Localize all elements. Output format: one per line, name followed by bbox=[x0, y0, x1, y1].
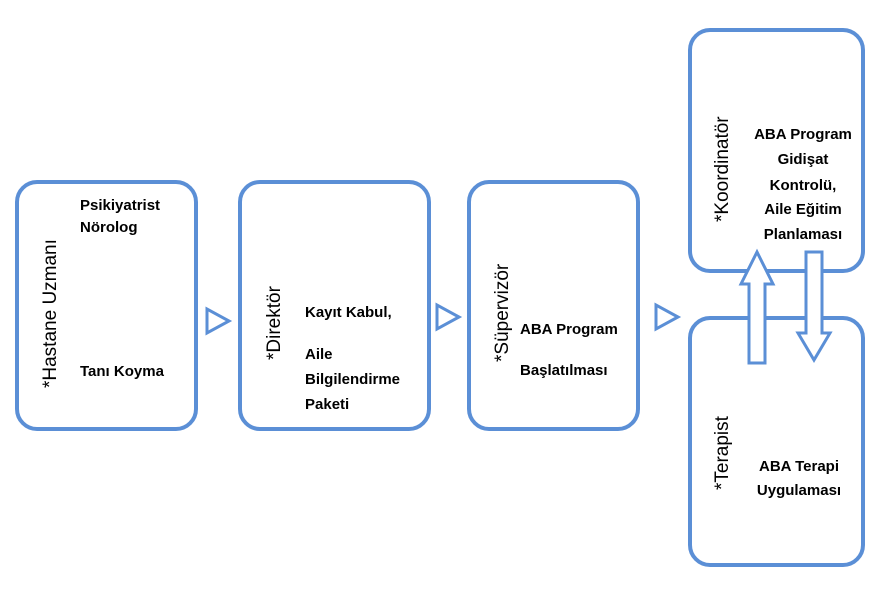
hastane-uzmani-box bbox=[15, 180, 198, 431]
koordinator-line-3: Kontrolü, bbox=[769, 177, 837, 194]
terapist-box bbox=[688, 316, 865, 567]
direktor-line-1: Kayıt Kabul, bbox=[305, 304, 392, 321]
terapist-line-2: Uygulaması bbox=[756, 482, 842, 499]
koordinator-line-4: Aile Eğitim bbox=[764, 201, 842, 218]
arrow-right-icon-2 bbox=[435, 302, 463, 332]
arrow-down-icon bbox=[795, 250, 833, 363]
supervizor-line-2: Başlatılması bbox=[520, 362, 608, 379]
hastane-line-1: Psikiyatrist bbox=[80, 197, 161, 214]
direktor-line-4: Paketi bbox=[305, 396, 350, 413]
koordinator-box bbox=[688, 28, 865, 273]
direktor-line-3: Bilgilendirme bbox=[305, 371, 401, 388]
direktor-box bbox=[238, 180, 431, 431]
arrow-right-icon-1 bbox=[205, 306, 233, 336]
supervizor-box bbox=[467, 180, 640, 431]
terapist-line-1: ABA Terapi bbox=[758, 458, 839, 475]
arrow-right-icon-3 bbox=[654, 302, 682, 332]
arrow-up-icon bbox=[738, 248, 776, 365]
koordinator-line-2: Gidişat bbox=[777, 151, 829, 168]
hastane-line-2: Nörolog bbox=[80, 219, 138, 236]
koordinator-line-1: ABA Program bbox=[754, 126, 852, 143]
hastane-line-3: Tanı Koyma bbox=[80, 363, 164, 380]
direktor-line-2: Aile bbox=[305, 346, 333, 363]
supervizor-line-1: ABA Program bbox=[520, 321, 618, 338]
koordinator-line-5: Planlaması bbox=[763, 226, 843, 243]
